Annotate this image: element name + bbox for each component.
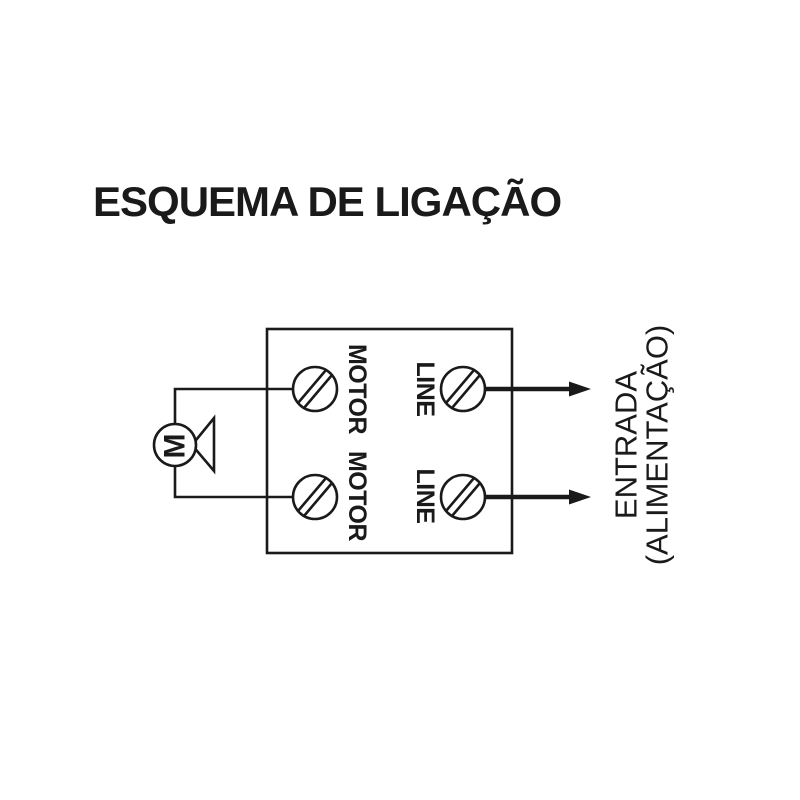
entrada-label: ENTRADA xyxy=(609,371,644,519)
terminal-label-line-bottom: LINE xyxy=(411,469,439,524)
motor-symbol-icon xyxy=(152,422,198,468)
alimentacao-label: (ALIMENTAÇÃO) xyxy=(640,325,675,566)
terminal-label-motor-top: MOTOR xyxy=(343,344,371,435)
arrow-right-bottom-icon xyxy=(569,489,591,505)
motor-symbol-letter: M xyxy=(159,434,192,459)
terminal-label-line-top: LINE xyxy=(411,362,439,417)
terminal-block-box xyxy=(265,327,514,555)
page-title: ESQUEMA DE LIGAÇÃO xyxy=(93,178,562,225)
terminal-line-top xyxy=(439,365,487,413)
terminal-motor-top xyxy=(291,365,339,413)
motor-fan-cone-icon xyxy=(190,414,216,475)
terminal-label-motor-bottom: MOTOR xyxy=(343,451,371,542)
arrow-right-top-icon xyxy=(569,381,591,397)
terminal-line-bottom xyxy=(439,473,487,521)
terminal-motor-bottom xyxy=(291,473,339,521)
